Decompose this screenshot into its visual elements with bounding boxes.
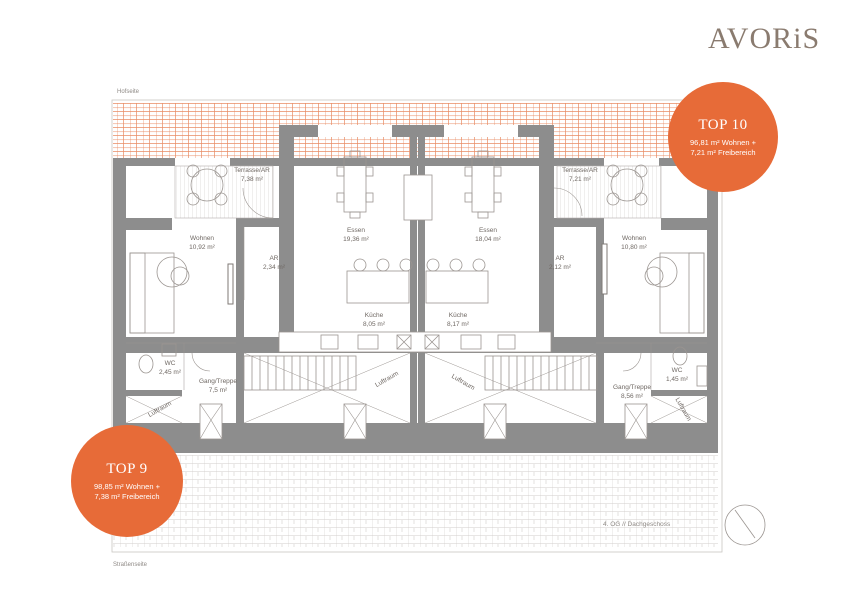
brand-logo: AVORiS [708, 22, 821, 55]
unit-living-area: 96,81 m² Wohnen + [690, 137, 756, 147]
unit-badge-top9: TOP 9 98,85 m² Wohnen + 7,38 m² Freibere… [71, 425, 183, 537]
unit-title: TOP 10 [698, 116, 748, 133]
floor-label: 4. OG // Dachgeschoss [603, 521, 671, 528]
compass [724, 504, 766, 546]
unit-living-area: 98,85 m² Wohnen + [94, 481, 160, 491]
yard-side-label: Hofseite [117, 89, 140, 95]
unit-outdoor-area: 7,38 m² Freibereich [94, 491, 160, 501]
unit-title: TOP 9 [106, 460, 148, 477]
street-side-label: Straßenseite [113, 562, 148, 568]
unit-badge-top10: TOP 10 96,81 m² Wohnen + 7,21 m² Freiber… [668, 82, 778, 192]
roof-tiles-street [113, 455, 718, 547]
unit-outdoor-area: 7,21 m² Freibereich [690, 147, 756, 157]
